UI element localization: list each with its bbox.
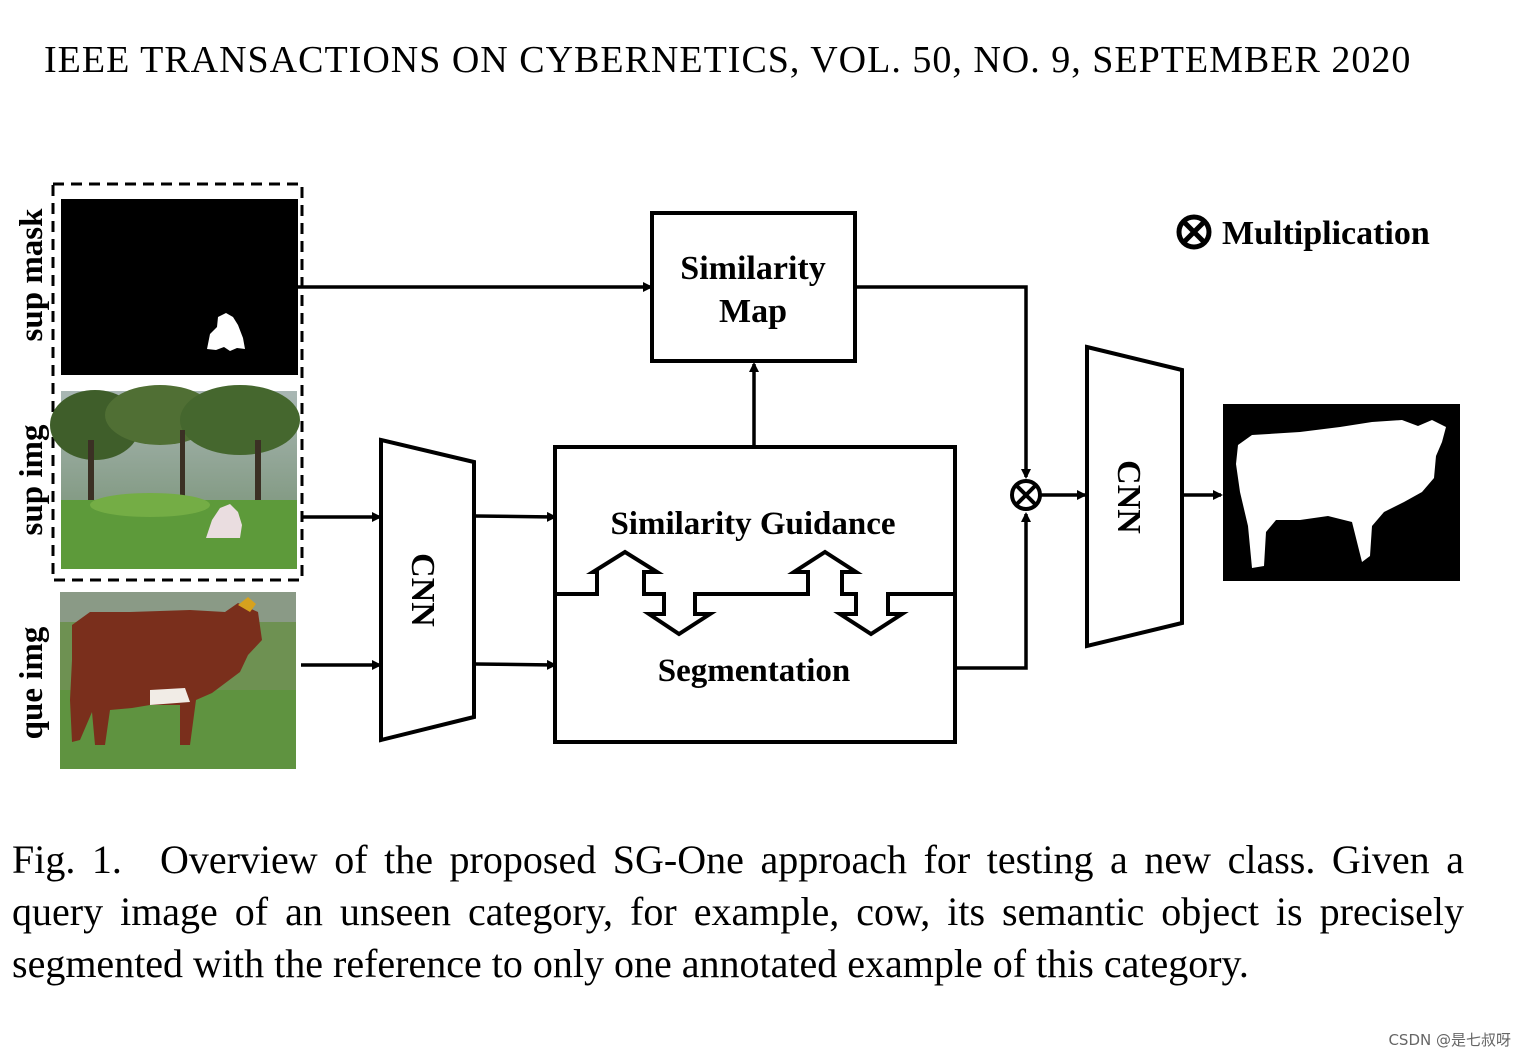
- label-que-img: que img: [14, 626, 50, 739]
- cnn-decoder-label: CNN: [1110, 460, 1147, 534]
- similarity-map-label-line1: Similarity: [680, 250, 825, 287]
- guidance-segmentation-divider: [555, 549, 955, 637]
- multiplication-legend: Multiplication: [1176, 214, 1430, 252]
- arrow-cnn-to-guidance: [474, 511, 557, 522]
- journal-header: IEEE TRANSACTIONS ON CYBERNETICS, VOL. 5…: [44, 39, 1412, 81]
- query-image: [60, 592, 296, 769]
- similarity-guidance-label: Similarity Guidance: [610, 506, 895, 542]
- arrow-similarity-map-to-multiply: [855, 285, 1031, 479]
- output-mask-image: [1223, 404, 1460, 581]
- cnn-decoder-block: [1085, 344, 1184, 649]
- support-image: [50, 385, 300, 569]
- support-mask-image: [61, 199, 298, 375]
- multiplication-legend-icon: [1176, 214, 1212, 250]
- label-sup-mask: sup mask: [14, 208, 50, 342]
- figure-caption-text: Overview of the proposed SG-One approach…: [12, 837, 1464, 986]
- similarity-map-label-line2: Map: [719, 293, 787, 330]
- label-sup-img: sup img: [14, 424, 50, 535]
- arrow-segmentation-to-multiply: [955, 512, 1031, 670]
- figure-caption: Fig. 1.Overview of the proposed SG-One a…: [12, 834, 1464, 990]
- cnn-encoder-block: [379, 437, 476, 743]
- figure-caption-label: Fig. 1.: [12, 837, 122, 882]
- multiplication-legend-label: Multiplication: [1222, 215, 1430, 252]
- multiplication-node: [1010, 479, 1042, 511]
- watermark: CSDN @是七叔呀: [1388, 1031, 1511, 1049]
- segmentation-label: Segmentation: [658, 653, 851, 689]
- similarity-map-box: [650, 211, 857, 363]
- cnn-encoder-label: CNN: [404, 553, 441, 627]
- arrow-cnn-to-segmentation: [474, 659, 557, 670]
